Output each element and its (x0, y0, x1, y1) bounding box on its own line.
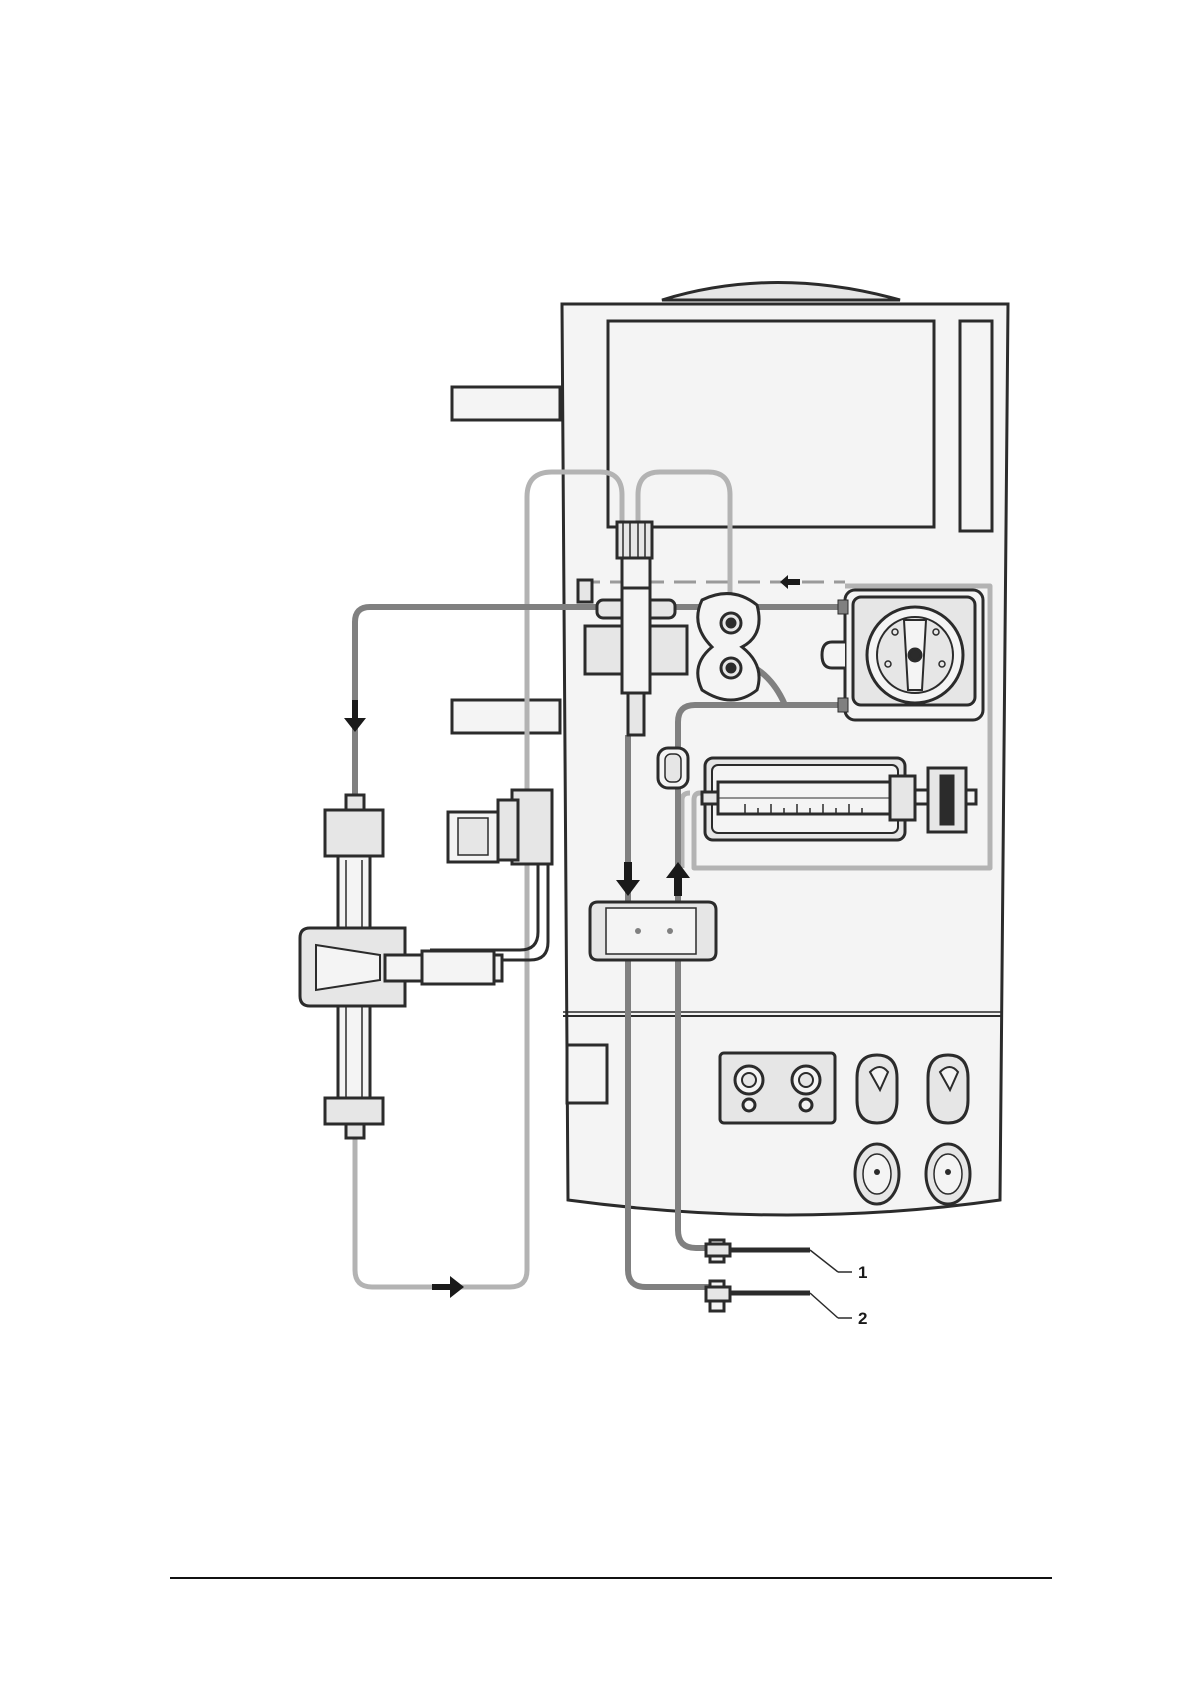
callout-leader-2 (810, 1293, 838, 1318)
connector-1 (706, 1240, 852, 1272)
dialysate-coupling-holder (448, 790, 552, 864)
arrow-right-bottom (432, 1276, 464, 1298)
connector-2 (706, 1281, 852, 1318)
dialyzer-bottom-cap (325, 1098, 383, 1124)
air-detector (590, 902, 716, 960)
side-key-panel (960, 321, 992, 531)
machine-top-handle (662, 283, 900, 301)
display-screen (608, 321, 992, 531)
lower-left-panel (567, 1045, 607, 1103)
level-detector (658, 748, 688, 788)
syringe-pump (702, 758, 976, 840)
left-bracket-upper (452, 387, 560, 420)
dialyzer-top-cap (325, 810, 383, 856)
blood-pump (822, 590, 983, 720)
callout-label-1: 1 (858, 1263, 867, 1282)
callout-leader-1 (810, 1250, 838, 1272)
syringe-plunger-holder (890, 776, 915, 820)
small-clamp-tab (578, 580, 592, 602)
callout-label-2: 2 (858, 1309, 867, 1328)
left-bracket-lower (452, 700, 560, 733)
dialyzer-bottom-cap-nipple (346, 1124, 364, 1138)
arrow-down-left (344, 700, 366, 732)
patient-connectors (706, 1240, 852, 1318)
footer-rule (170, 1577, 1052, 1579)
